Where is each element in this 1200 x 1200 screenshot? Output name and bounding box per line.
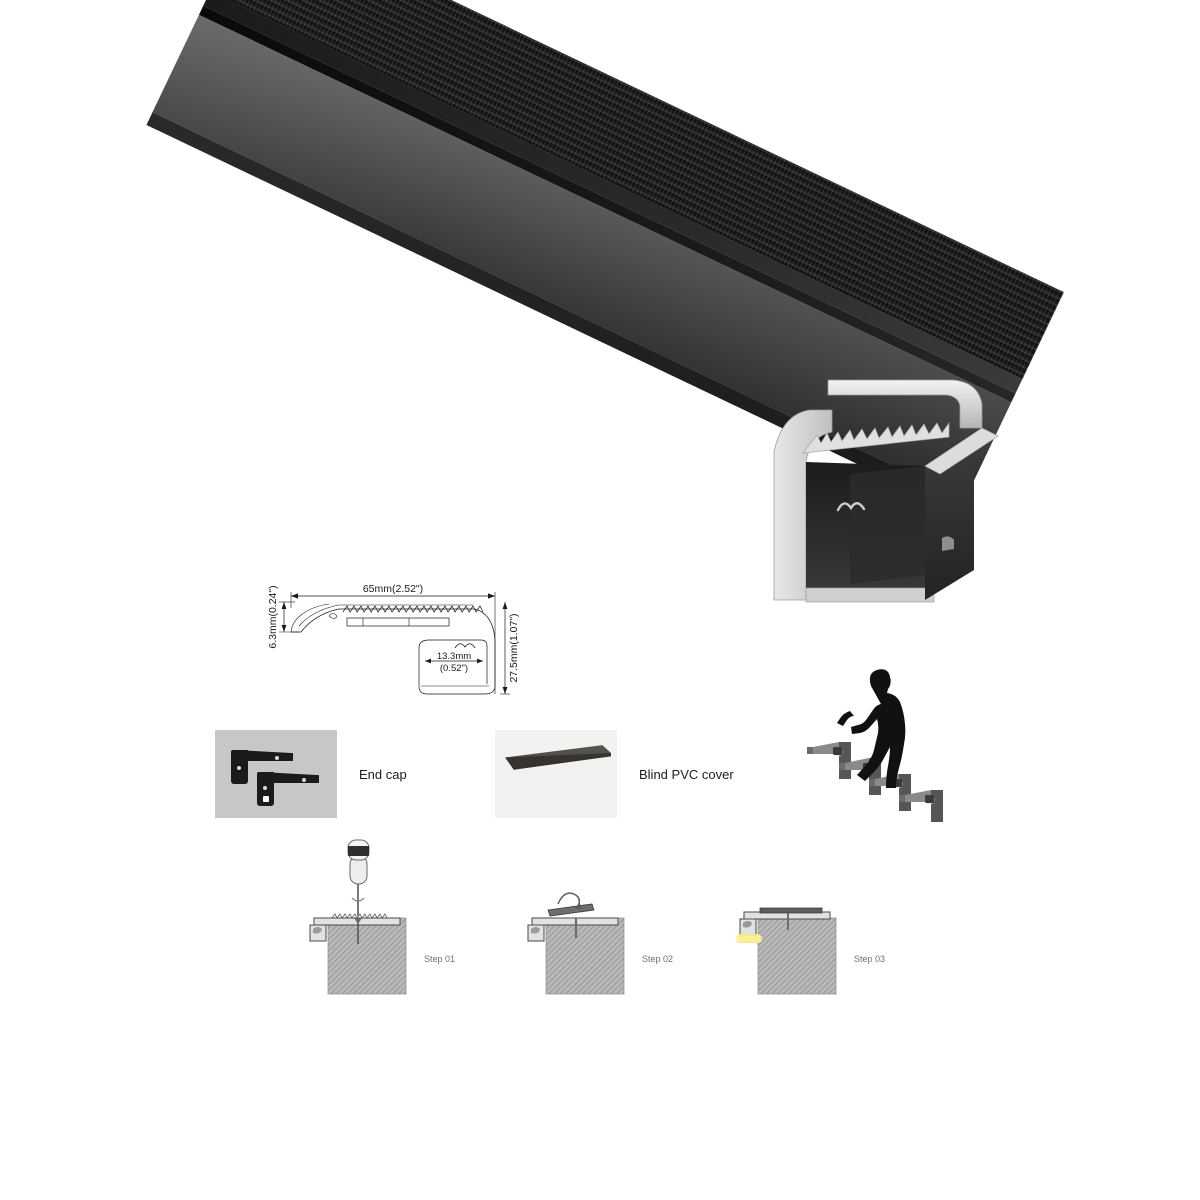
dim-label-left-height: 6.3mm(0.24") [267, 585, 279, 648]
install-step-01: Step 01 [300, 826, 530, 996]
person-arm [837, 711, 854, 726]
dim-label-channel-width-inch: (0.52") [440, 663, 468, 674]
led-strip-retaining-clip [836, 502, 866, 512]
install-step-02: Step 02 [518, 826, 748, 996]
nose-top-lip [827, 379, 983, 429]
dimension-drawing: 65mm(2.52") 6.3mm(0.24") 27.5mm(1.07") 1… [243, 562, 543, 702]
end-cap-piece-b [257, 772, 319, 806]
cavity-bottom-flange [805, 587, 935, 603]
profile-assembly [146, 0, 1064, 620]
step-03-label: Step 03 [854, 954, 885, 964]
pvc-cover-recess [346, 617, 450, 627]
upper-return-fin [924, 427, 999, 475]
concrete-step-block [327, 917, 407, 995]
end-cap-label: End cap [359, 766, 407, 782]
dim-label-right-height: 27.5mm(1.07") [508, 613, 520, 682]
dim-label-width: 65mm(2.52") [363, 583, 423, 595]
blind-pvc-cover-image [495, 730, 617, 818]
end-cap-image [215, 730, 337, 818]
end-cap-piece-a [231, 750, 293, 784]
profile-teeth [331, 913, 388, 919]
concrete-step-block [757, 917, 837, 995]
clip-detail [454, 643, 476, 649]
anti-slip-grooves [342, 605, 484, 613]
product-photo [0, 0, 1200, 640]
step-02-label: Step 02 [642, 954, 673, 964]
screwdriver-tool [347, 839, 370, 916]
step-01-label: Step 01 [424, 954, 455, 964]
accessory-end-cap: End cap [215, 730, 407, 818]
dim-label-channel-width: 13.3mm [437, 651, 471, 662]
accessories-row: End cap Blind PVC cover [0, 722, 1200, 832]
concrete-step-block [545, 917, 625, 995]
led-glow-soft [736, 936, 762, 942]
pvc-cover-installed [759, 907, 823, 914]
accessory-blind-pvc-cover: Blind PVC cover [495, 730, 734, 818]
profile-cross-section-end [710, 370, 1040, 670]
person-silhouette [851, 669, 906, 788]
side-wall-notch [942, 536, 954, 551]
blind-pvc-cover-label: Blind PVC cover [639, 766, 734, 782]
stairs-illustration [805, 662, 955, 847]
pvc-cover-insertion [547, 892, 595, 917]
serrated-mounting-teeth [802, 421, 950, 454]
pvc-strip-shape [503, 744, 611, 800]
insertion-arrow [557, 892, 581, 907]
installation-steps: Step 01 [0, 826, 1200, 1006]
cavity-back-wall [850, 466, 925, 584]
install-step-03: Step 03 [730, 826, 960, 996]
